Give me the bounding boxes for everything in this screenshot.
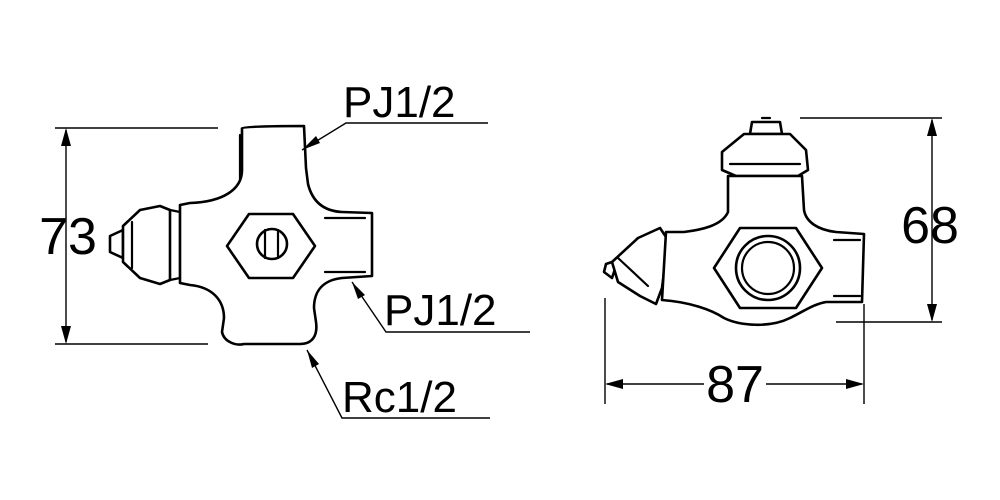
bottom-port-label: Rc1/2 <box>342 373 457 422</box>
right-port-label: PJ1/2 <box>384 286 497 335</box>
front-view: 73 PJ1/2 PJ1/2 Rc1/2 <box>39 78 530 422</box>
side-view: 68 87 <box>602 116 959 414</box>
top-port-label: PJ1/2 <box>343 78 456 127</box>
front-height-dimension: 73 <box>39 208 97 266</box>
side-left-cap <box>602 226 670 306</box>
front-hex-nut <box>225 212 317 280</box>
front-left-cap <box>108 204 182 286</box>
side-height-dimension: 68 <box>901 197 959 255</box>
side-width-dimension: 87 <box>706 356 764 414</box>
side-hex-nut <box>712 226 824 310</box>
side-top-cap <box>720 116 810 178</box>
